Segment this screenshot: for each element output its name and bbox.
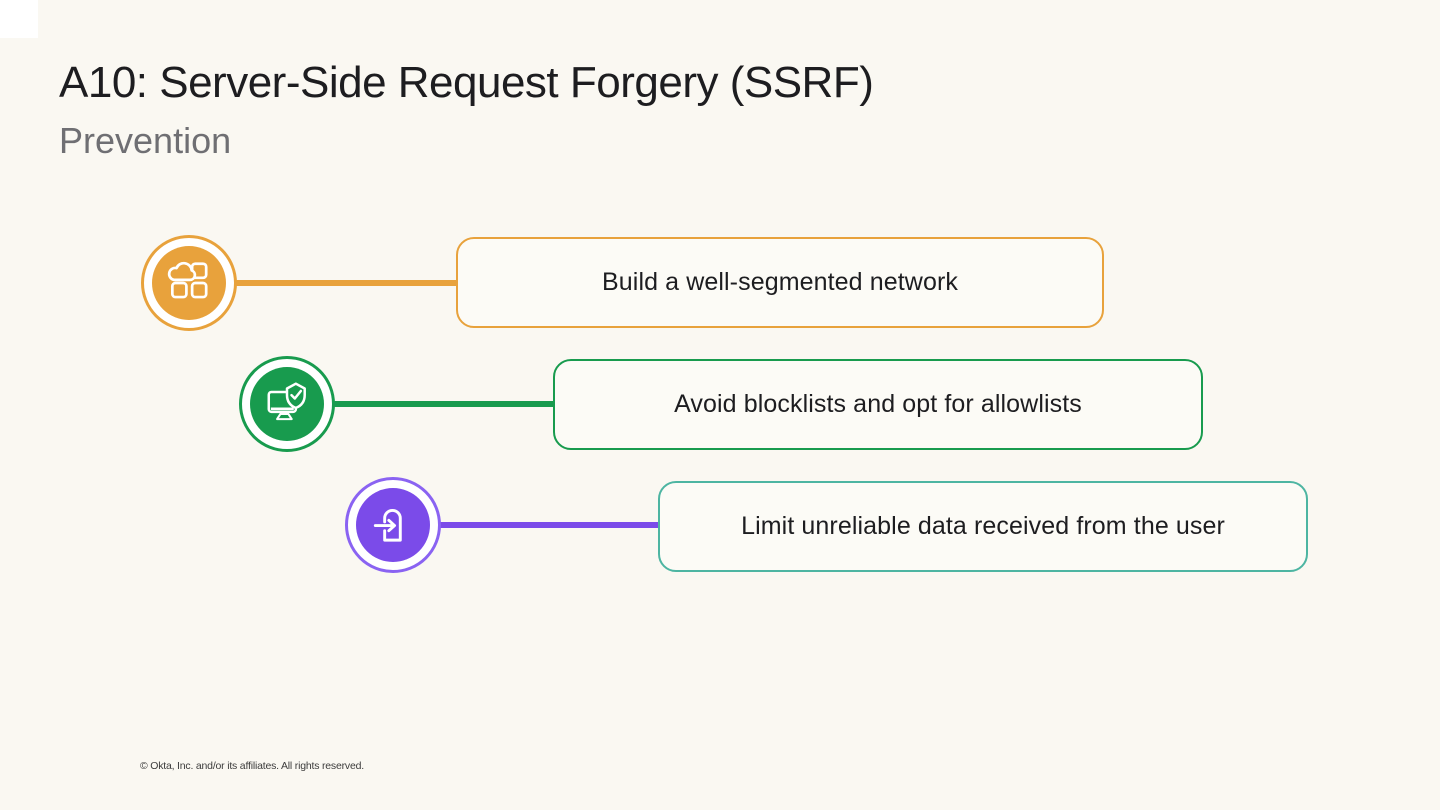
- step1-icon-disc: [152, 246, 226, 320]
- step3-box: Limit unreliable data received from the …: [658, 481, 1308, 572]
- copyright-footer: © Okta, Inc. and/or its affiliates. All …: [140, 760, 364, 772]
- cloud-applications-icon: [167, 261, 208, 299]
- step1-box: Build a well-segmented network: [456, 237, 1104, 328]
- page-title: A10: Server-Side Request Forgery (SSRF): [59, 58, 874, 107]
- step2-box: Avoid blocklists and opt for allowlists: [553, 359, 1203, 450]
- step2-icon-disc: [250, 367, 324, 441]
- page-subtitle: Prevention: [59, 120, 232, 161]
- step1-connector-line: [232, 280, 462, 286]
- monitor-shield-check-icon: [267, 382, 306, 421]
- step3-icon-disc: [356, 488, 430, 562]
- login-arrow-icon: [373, 509, 402, 542]
- step2-icon-badge: [239, 356, 335, 452]
- step2-label: Avoid blocklists and opt for allowlists: [674, 390, 1082, 418]
- step3-connector-line: [436, 522, 664, 528]
- step3-icon-badge: [345, 477, 441, 573]
- step1-icon-badge: [141, 235, 237, 331]
- step3-label: Limit unreliable data received from the …: [741, 512, 1225, 540]
- step1-label: Build a well-segmented network: [602, 268, 958, 296]
- step2-connector-line: [330, 401, 560, 407]
- corner-decoration: [0, 0, 38, 38]
